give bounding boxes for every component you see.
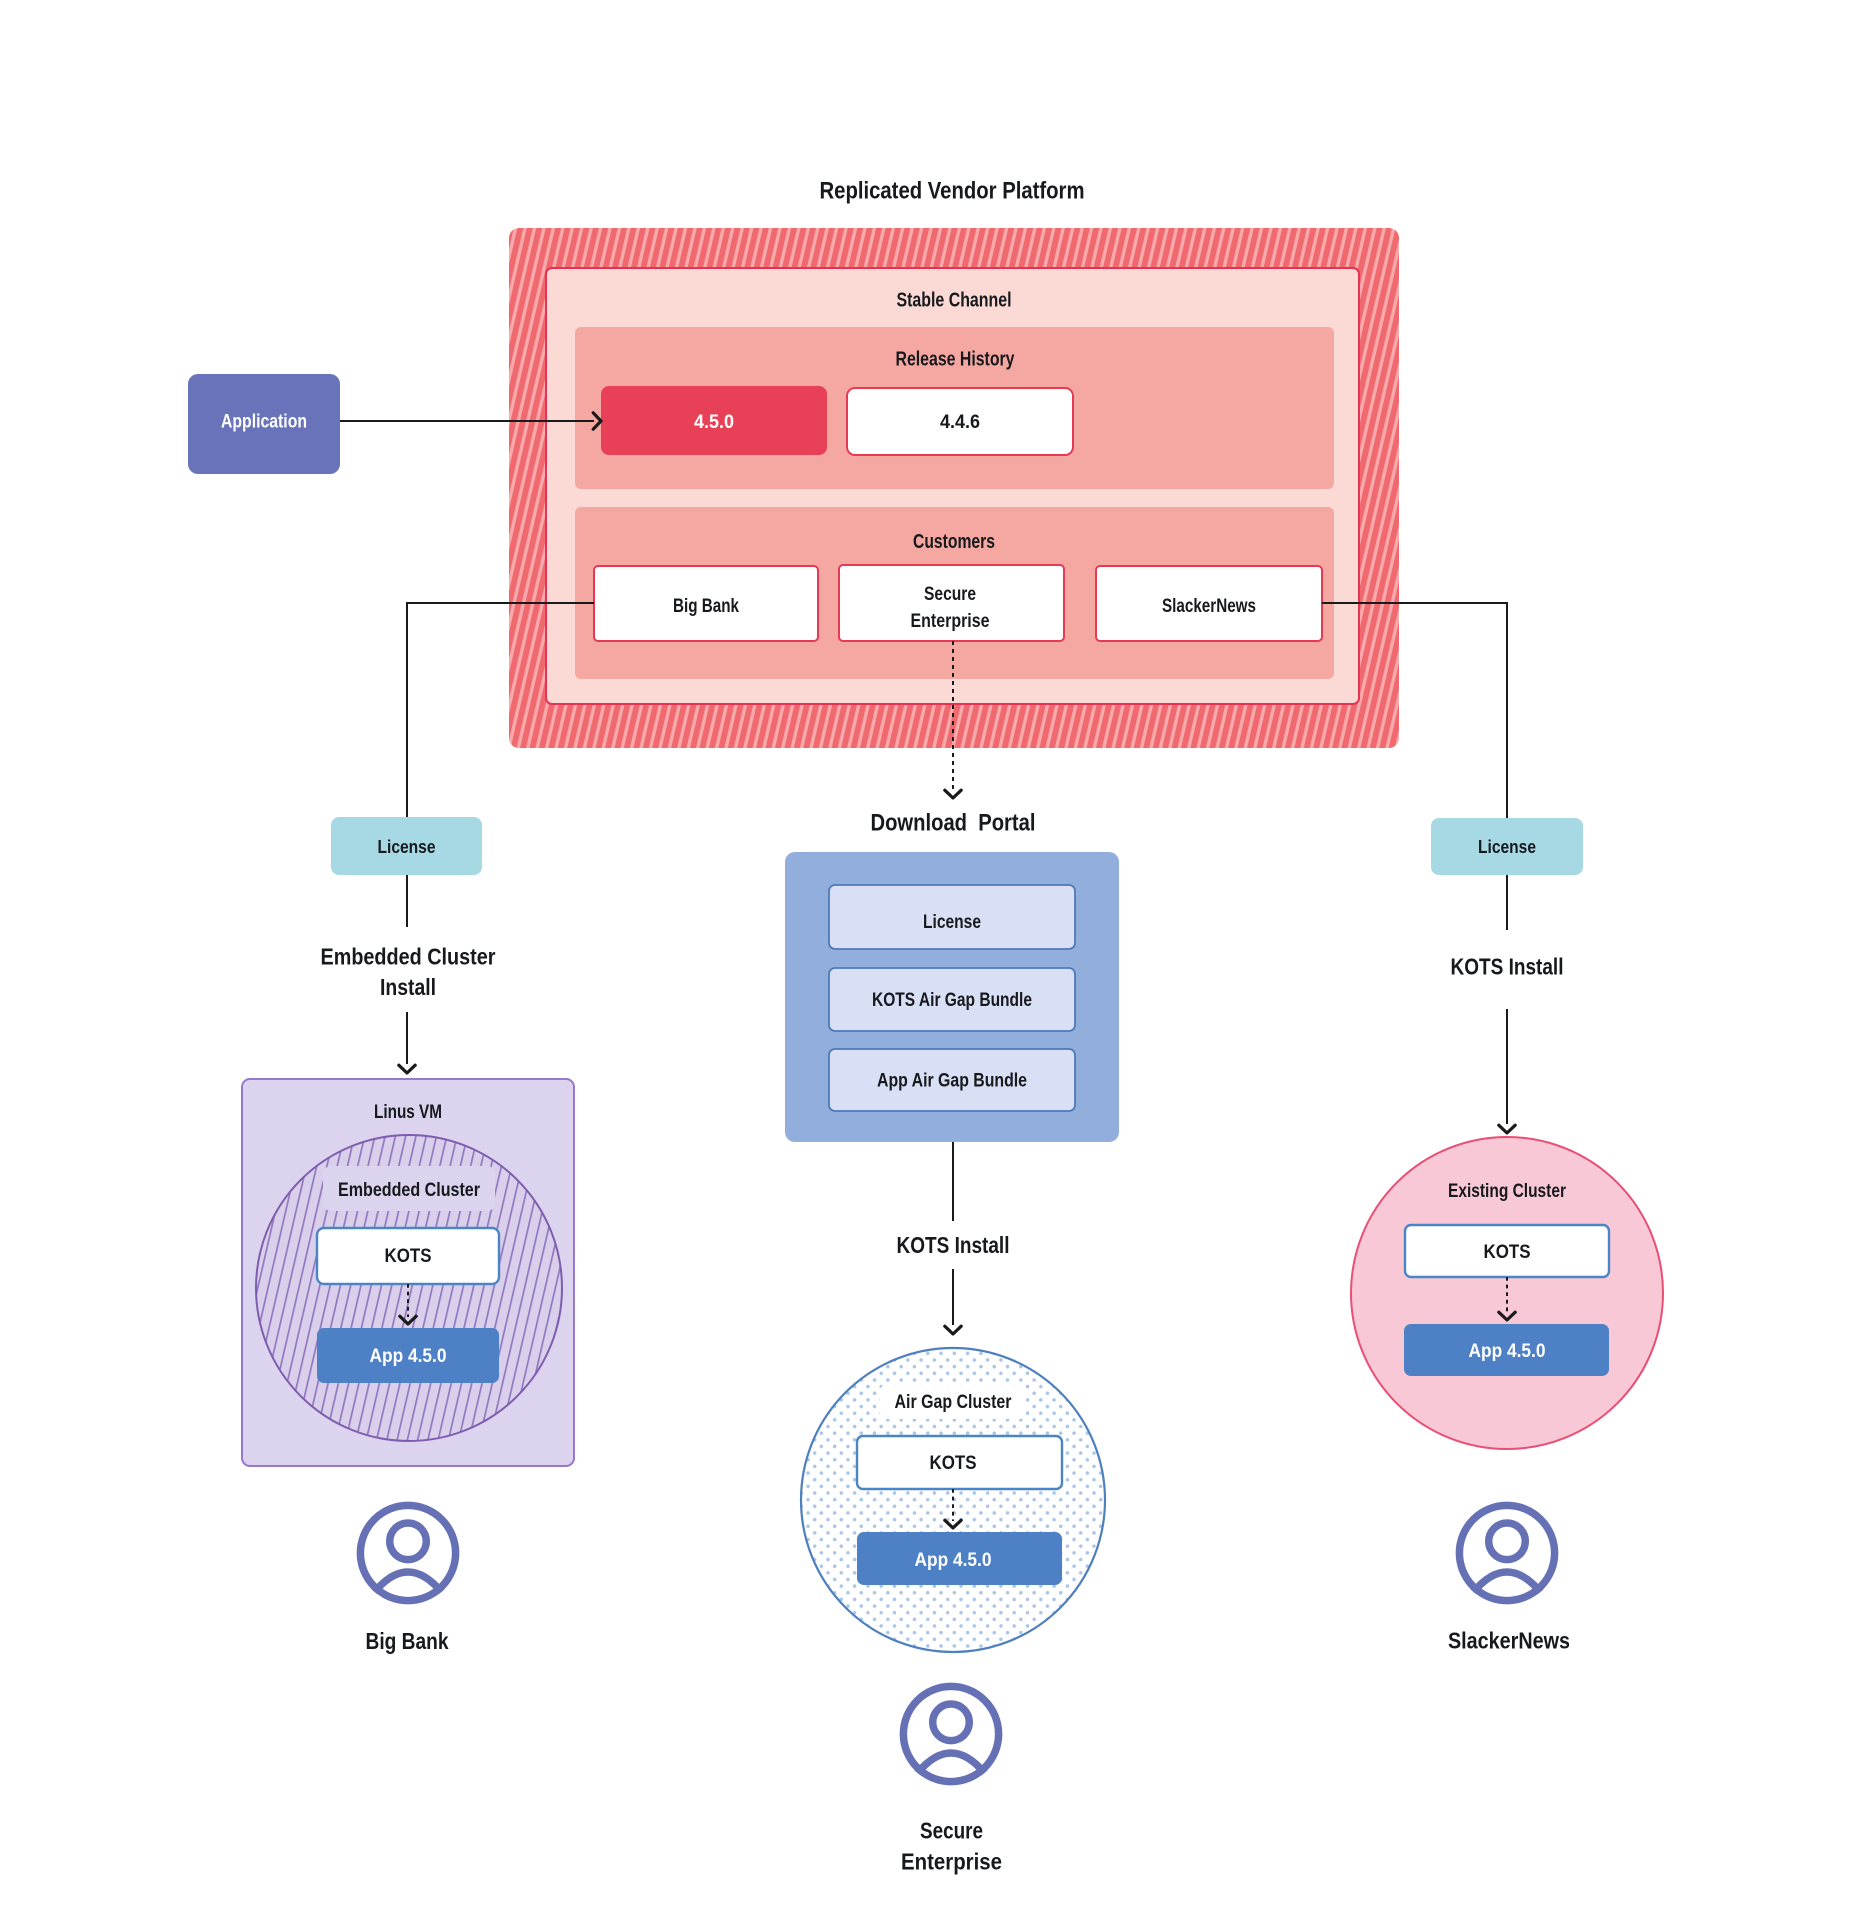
svg-text:License: License [378, 837, 436, 857]
svg-text:KOTS: KOTS [385, 1246, 432, 1267]
svg-text:Application: Application [221, 412, 307, 433]
svg-text:Enterprise: Enterprise [901, 1849, 1002, 1875]
svg-text:4.5.0: 4.5.0 [694, 412, 734, 433]
svg-text:License: License [923, 912, 981, 933]
svg-text:Release History: Release History [896, 349, 1016, 371]
svg-text:Linus VM: Linus VM [374, 1102, 442, 1123]
svg-text:Air Gap Cluster: Air Gap Cluster [895, 1392, 1012, 1413]
svg-text:Existing Cluster: Existing Cluster [1448, 1181, 1566, 1202]
svg-text:KOTS Install: KOTS Install [1451, 954, 1564, 980]
svg-text:SlackerNews: SlackerNews [1162, 596, 1256, 617]
svg-text:KOTS: KOTS [930, 1453, 977, 1474]
svg-text:App 4.5.0: App 4.5.0 [915, 1550, 992, 1571]
svg-text:Embedded Cluster: Embedded Cluster [338, 1180, 481, 1201]
svg-text:4.4.6: 4.4.6 [940, 412, 980, 433]
svg-text:Secure: Secure [924, 584, 976, 605]
svg-text:Big Bank: Big Bank [366, 1628, 449, 1654]
svg-text:App 4.5.0: App 4.5.0 [370, 1346, 447, 1367]
svg-text:Replicated Vendor Platform: Replicated Vendor Platform [820, 178, 1085, 205]
svg-text:Enterprise: Enterprise [911, 611, 990, 632]
svg-text:Embedded Cluster: Embedded Cluster [321, 944, 496, 970]
svg-text:KOTS Install: KOTS Install [897, 1232, 1010, 1258]
svg-text:KOTS Air Gap Bundle: KOTS Air Gap Bundle [872, 990, 1032, 1011]
svg-text:App 4.5.0: App 4.5.0 [1469, 1341, 1546, 1362]
svg-text:Download Portal: Download Portal [871, 810, 1036, 837]
svg-text:SlackerNews: SlackerNews [1448, 1628, 1570, 1654]
svg-text:Install: Install [380, 974, 436, 1000]
svg-text:App Air Gap Bundle: App Air Gap Bundle [877, 1071, 1027, 1092]
svg-text:KOTS: KOTS [1484, 1242, 1531, 1263]
svg-text:Big Bank: Big Bank [673, 596, 739, 617]
svg-text:Stable Channel: Stable Channel [897, 290, 1012, 312]
svg-text:License: License [1478, 837, 1536, 857]
svg-text:Secure: Secure [920, 1818, 983, 1844]
svg-text:Customers: Customers [913, 531, 995, 553]
